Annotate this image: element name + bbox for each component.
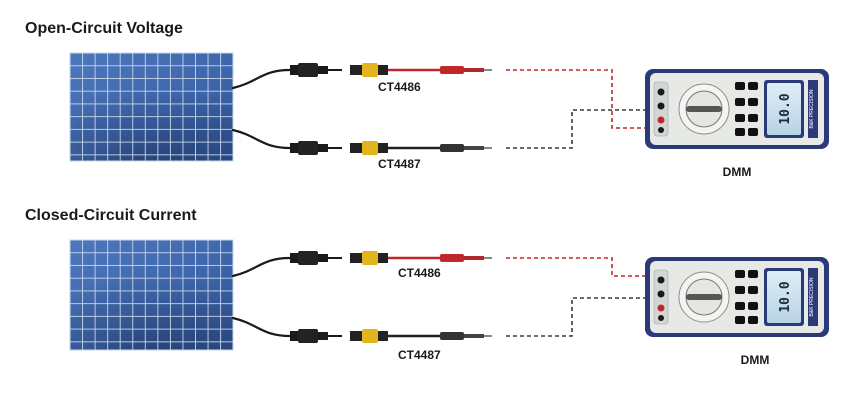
lcd-reading: 10.0 [778, 281, 793, 312]
panel-cables [231, 68, 292, 150]
black-test-lead [350, 329, 492, 343]
lcd-reading: 10.0 [778, 93, 793, 124]
multimeter-icon: 10.0 B&K PRECISION [645, 257, 829, 337]
test-lead-probe-icon [440, 332, 492, 340]
black-lead-label: CT4487 [398, 348, 441, 362]
dmm-label: DMM [723, 165, 752, 179]
solar-panel-icon [69, 239, 234, 351]
dashed-black-connection [506, 109, 664, 149]
meter-brand: B&K PRECISION [809, 277, 815, 316]
mc4-connector-icon [290, 329, 342, 343]
red-lead-label: CT4486 [378, 80, 421, 94]
dashed-black-connection [506, 297, 664, 337]
panel-cables [231, 256, 292, 338]
section-open-circuit: CT4486 CT4487 [69, 52, 829, 179]
test-lead-probe-icon [440, 254, 492, 262]
section-title-closed-circuit: Closed-Circuit Current [25, 207, 197, 224]
test-lead-probe-icon [440, 144, 492, 152]
dmm-label: DMM [741, 353, 770, 367]
dashed-red-connection [506, 257, 664, 277]
red-lead-label: CT4486 [398, 266, 441, 280]
black-test-lead [350, 141, 492, 155]
mc4-connector-icon [290, 251, 342, 265]
section-title-open-circuit: Open-Circuit Voltage [25, 20, 183, 37]
meter-brand: B&K PRECISION [809, 89, 815, 128]
test-lead-probe-icon [440, 66, 492, 74]
section-closed-circuit: CT4486 CT4487 [69, 239, 829, 367]
black-lead-label: CT4487 [378, 157, 421, 171]
dashed-red-connection [506, 69, 664, 129]
red-test-lead [350, 251, 492, 265]
mc4-connector-icon [290, 63, 342, 77]
multimeter-icon: 10.0 B&K PRECISION [645, 69, 829, 149]
mc4-connector-icon [290, 141, 342, 155]
solar-panel-icon [69, 52, 234, 162]
red-test-lead [350, 63, 492, 77]
